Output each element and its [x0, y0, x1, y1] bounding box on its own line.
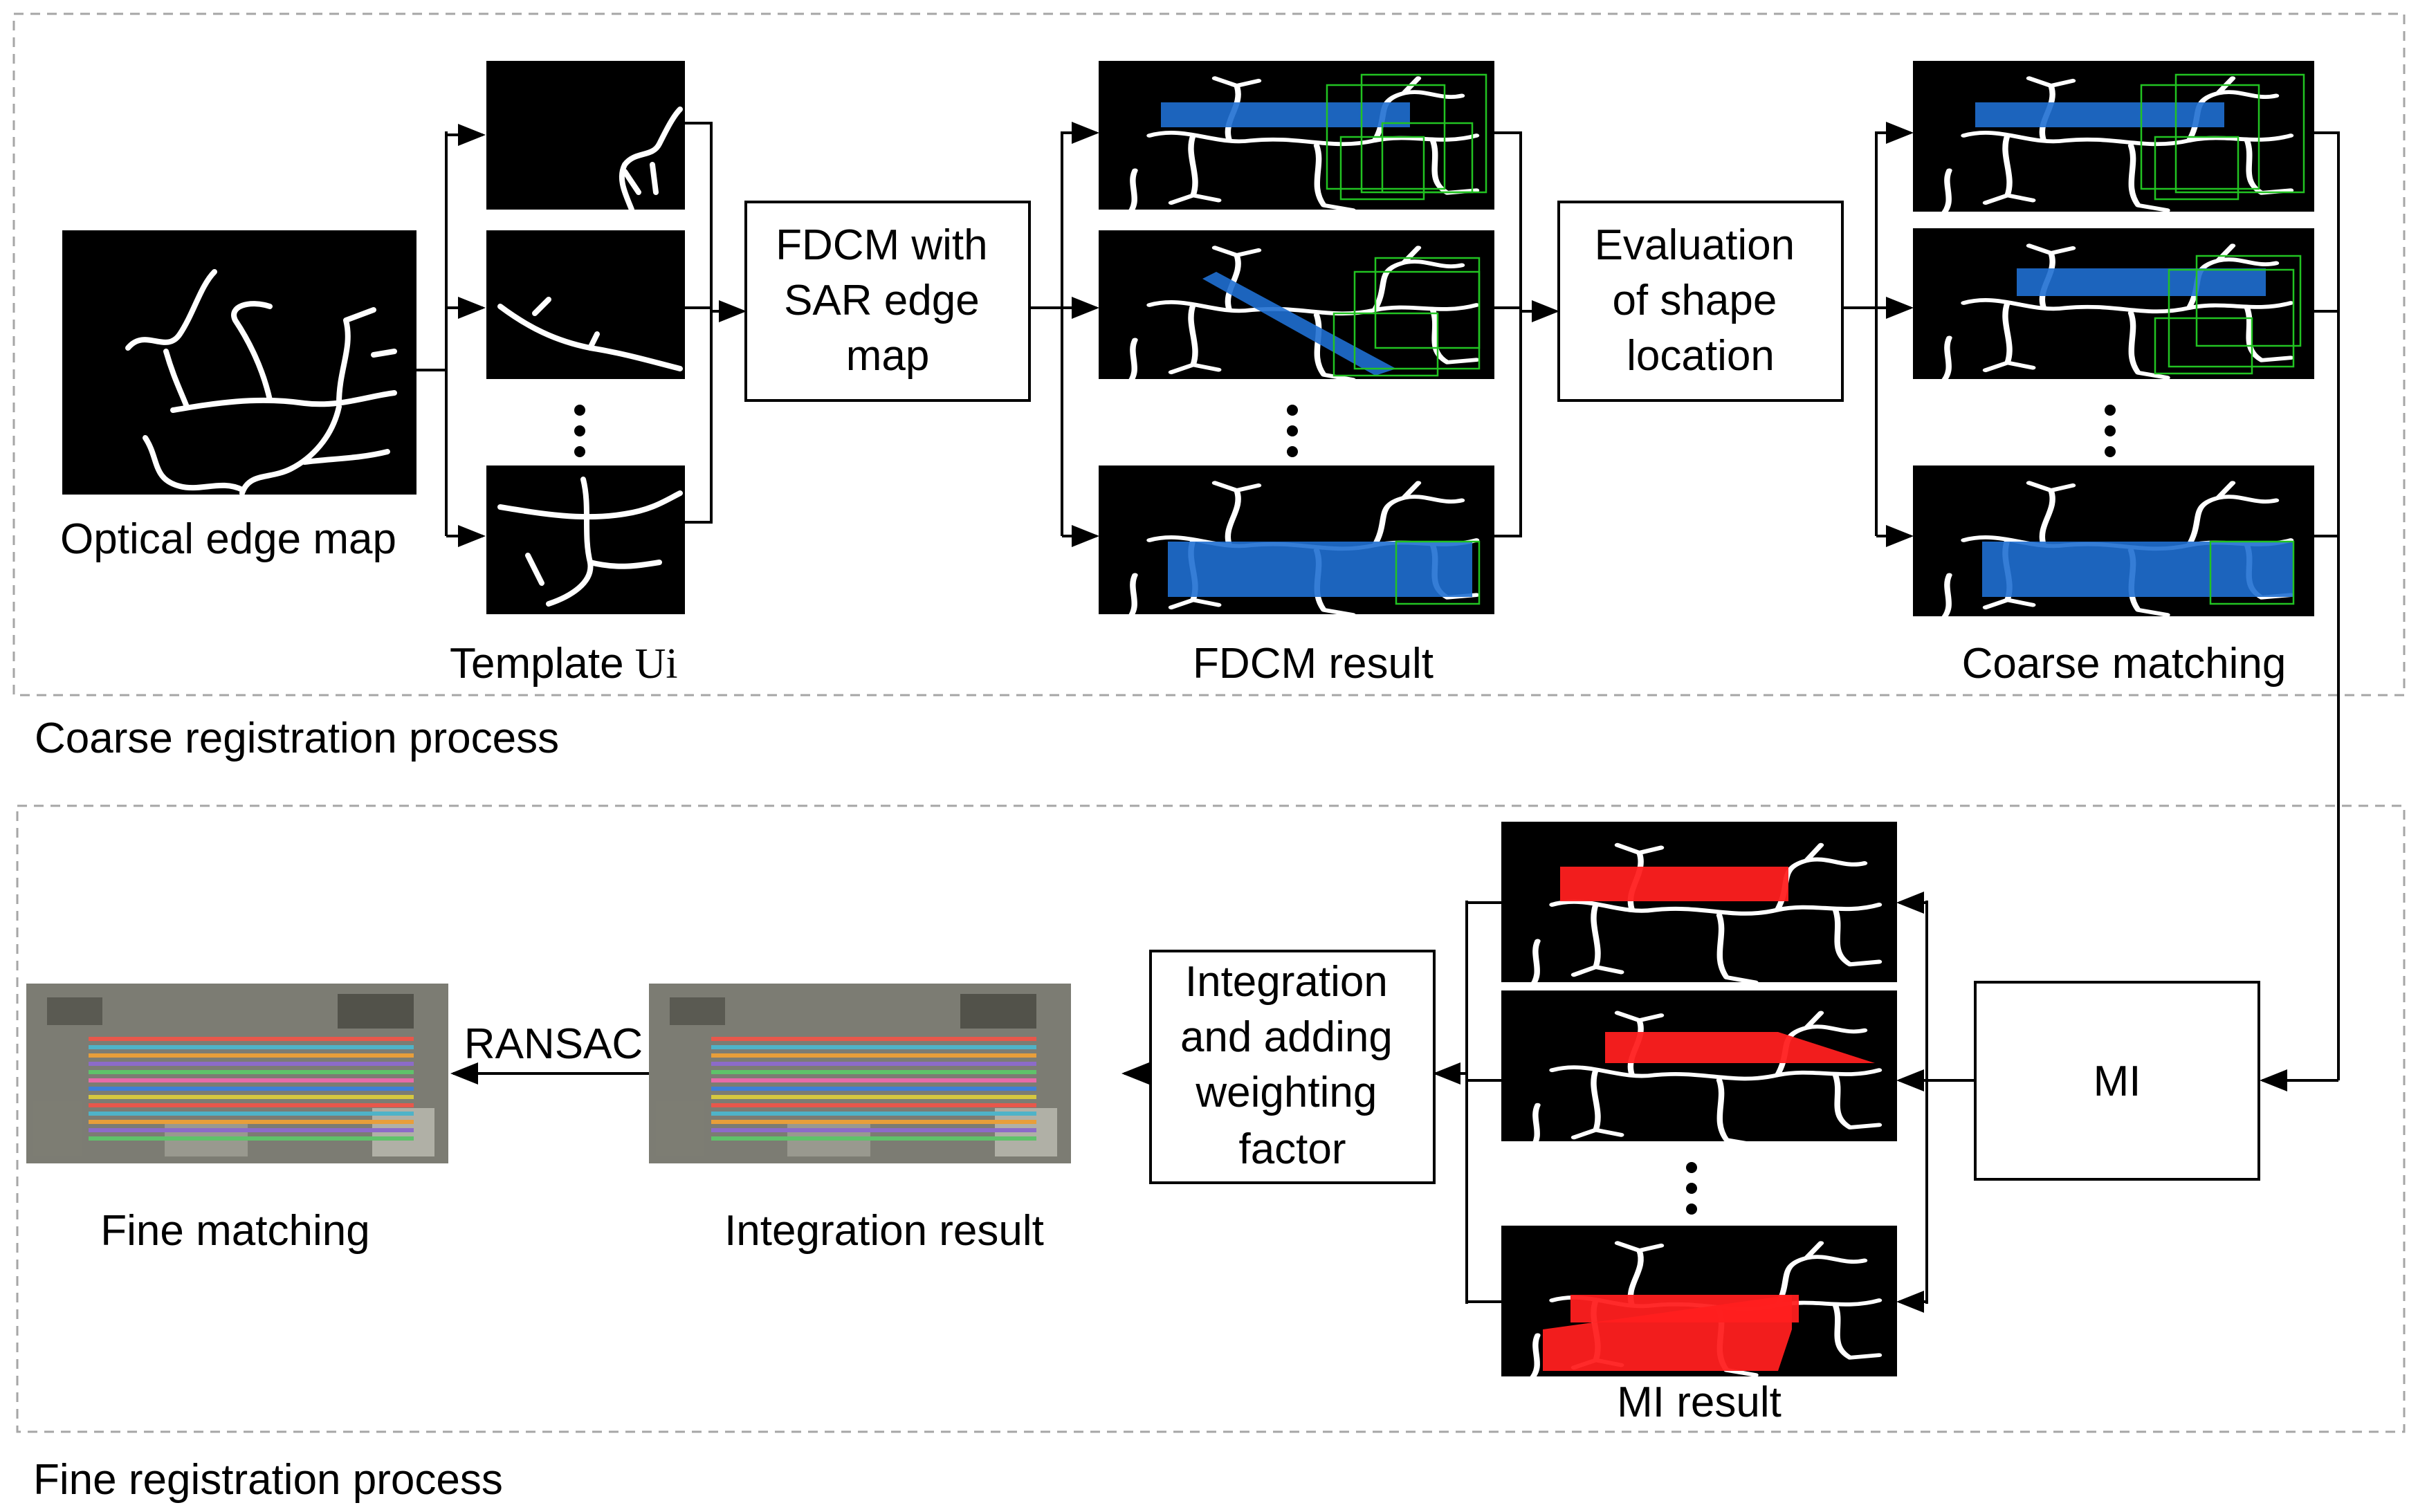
- coarse-section-title: Coarse registration process: [35, 714, 559, 762]
- ransac-label: RANSAC: [464, 1020, 643, 1068]
- fdcm-box: FDCM with SAR edge map: [744, 201, 1031, 402]
- mi-result-image-1: [1501, 822, 1897, 988]
- template-image-2: [486, 230, 685, 379]
- mi-results-to-integration-arrows: [1433, 901, 1501, 1304]
- fdcm-result-ellipsis: [1287, 405, 1298, 457]
- coarse-matching-image-3: [1913, 465, 2314, 620]
- optical-edge-map-image: [62, 230, 416, 495]
- fine-matching-image: [26, 984, 448, 1163]
- mi-result-ellipsis: [1686, 1162, 1697, 1215]
- fdcm-result-image-2: [1099, 230, 1494, 385]
- coarse-section-border: [12, 12, 2406, 697]
- integration-result-label: Integration result: [724, 1207, 1044, 1255]
- fdcm-result-image-1: [1099, 61, 1494, 215]
- integration-box: Integration and adding weighting factor: [1149, 950, 1436, 1184]
- svg-text:FDCM with SAR edge: FDCM with SAR edge map: [776, 221, 1000, 380]
- fine-section-border: [16, 804, 2406, 1433]
- fdcm-results-to-evaluation-arrows: [1494, 131, 1559, 537]
- coarse-matching-label: Coarse matching: [1962, 640, 2287, 688]
- coarse-matching-ellipsis: [2105, 405, 2116, 457]
- fine-section-title: Fine registration process: [33, 1456, 503, 1504]
- svg-text:MI: MI: [2094, 1058, 2141, 1105]
- coarse-to-mi-connector: [2260, 131, 2340, 1091]
- template-ellipsis: [574, 405, 585, 457]
- svg-text:Integration and adding: Integration and adding weighting factor: [1180, 958, 1404, 1173]
- coarse-matching-image-1: [1913, 61, 2314, 215]
- template-image-3: [486, 465, 685, 614]
- mi-box: MI: [1974, 981, 2260, 1181]
- evaluation-box: Evaluation of shape location: [1557, 201, 1844, 402]
- mi-result-label: MI result: [1617, 1379, 1782, 1426]
- evaluation-to-coarse-arrows: [1842, 122, 1914, 547]
- fdcm-to-results-arrows: [1029, 122, 1099, 547]
- fine-matching-label: Fine matching: [100, 1207, 369, 1255]
- template-to-fdcm-arrows: [685, 122, 747, 524]
- template-image-1: [486, 61, 685, 212]
- integration-result-image: [649, 984, 1071, 1163]
- svg-text:Evaluation of shape: Evaluation of shape location: [1595, 221, 1807, 380]
- optical-edge-map-label: Optical edge map: [60, 515, 396, 563]
- fdcm-result-label: FDCM result: [1193, 640, 1434, 688]
- mi-result-image-2: [1501, 990, 1897, 1150]
- coarse-matching-image-2: [1913, 228, 2314, 382]
- mi-to-results-arrows: [1896, 892, 1975, 1313]
- mi-result-image-3: [1501, 1226, 1897, 1380]
- fdcm-result-image-3: [1099, 465, 1494, 620]
- optical-to-template-arrows: [416, 124, 486, 547]
